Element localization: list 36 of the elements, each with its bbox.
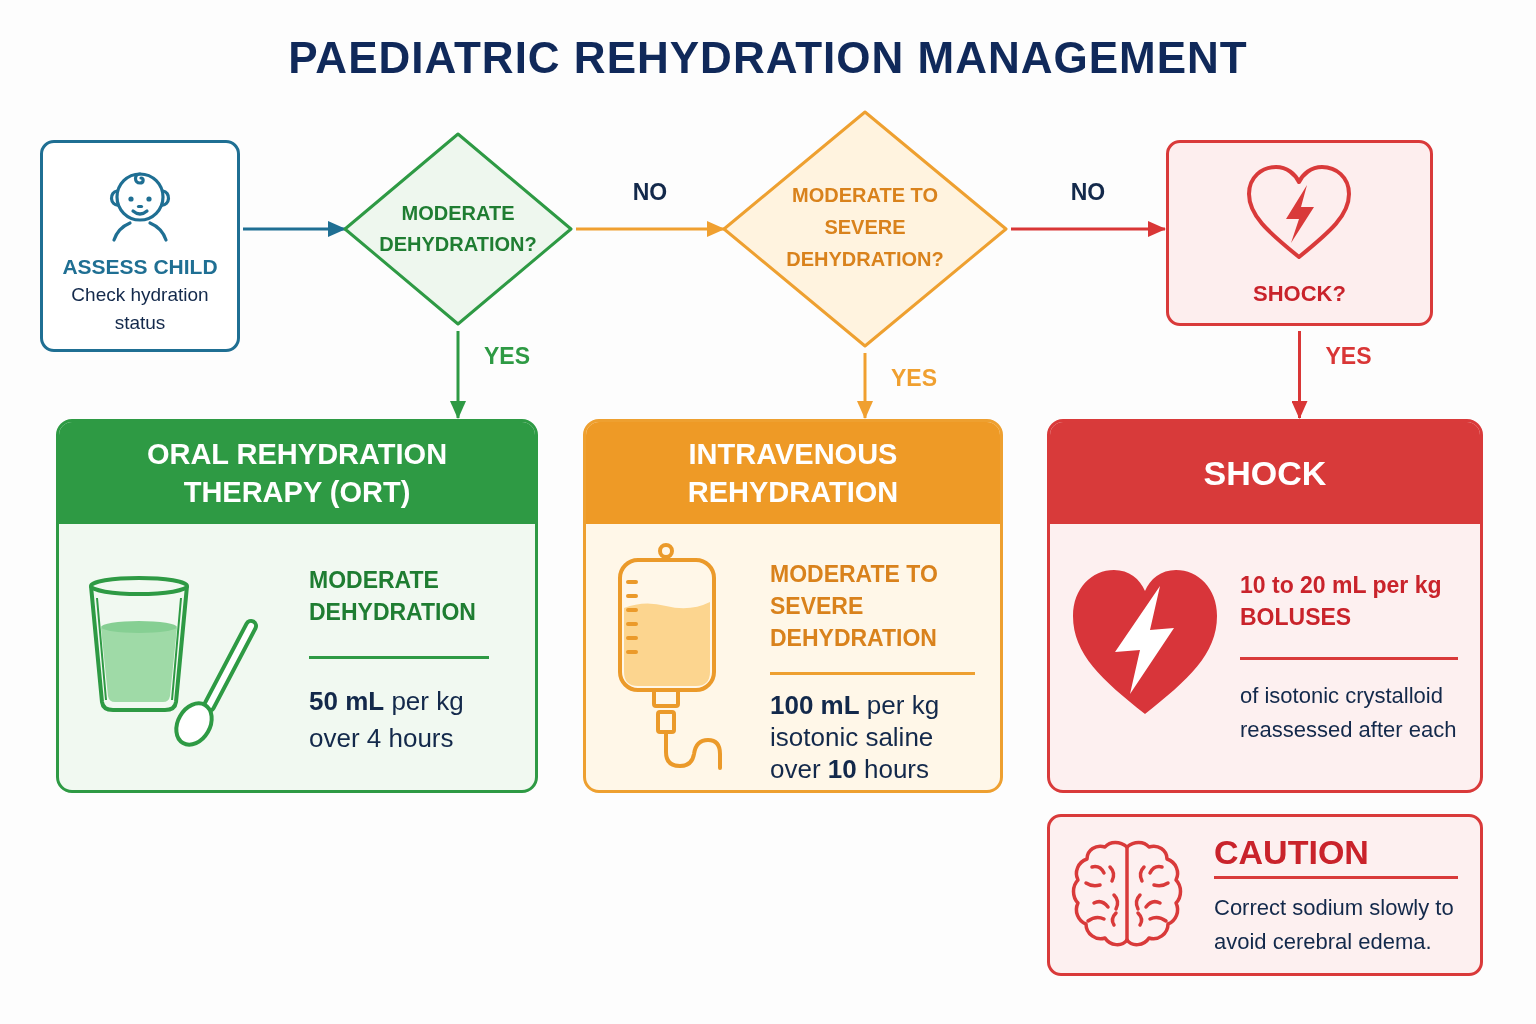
arrow [450,331,466,419]
decision-diamond [343,132,573,326]
process-box [40,140,240,352]
edge-label: YES [484,343,531,369]
decision-text: SHOCK? [1252,281,1347,307]
decision-diamond [722,110,1008,348]
decision-text: MODERATE TO SEVERE DEHYDRATION? [785,183,945,273]
dosage-text: 100 mL per kg isotonic saline over 10 hours [770,689,941,785]
condition-label: MODERATE TO SEVERE DEHYDRATION [770,560,939,653]
treatment-card [583,419,1003,793]
step-text: Check hydration status [70,283,210,335]
arrow [243,221,346,237]
dosage-text: 10 to 20 mL per kg BOLUSES [1240,571,1443,632]
treatment-card [1047,419,1483,793]
edge-label: NO [632,179,668,205]
treatment-card [56,419,538,793]
dosage-text: 50 mL per kg over 4 hours [309,685,465,755]
caution-box [1047,814,1483,976]
decision-text: MODERATE DEHYDRATION? [378,201,538,257]
arrow [1011,221,1166,237]
title: PAEDIATRIC REHYDRATION MANAGEMENT [287,32,1249,84]
card-title: SHOCK [1202,453,1328,493]
caution-title: CAUTION [1214,832,1369,872]
note-text: of isotonic crystalloid reassessed after each [1240,682,1458,744]
step-title: ASSESS CHILD [61,254,219,280]
card-title: ORAL REHYDRATION THERAPY (ORT) [145,437,449,510]
edge-label: NO [1070,179,1106,205]
card-title: INTRAVENOUS REHYDRATION [686,437,900,510]
edge-label: YES [1325,343,1372,369]
arrow [1291,331,1308,419]
decision-box [1166,140,1433,326]
condition-label: MODERATE DEHYDRATION [309,566,477,627]
caution-text: Correct sodium slowly to avoid cerebral edema. [1214,894,1455,956]
arrow [857,353,873,419]
edge-label: YES [891,365,938,391]
arrow [576,221,725,237]
